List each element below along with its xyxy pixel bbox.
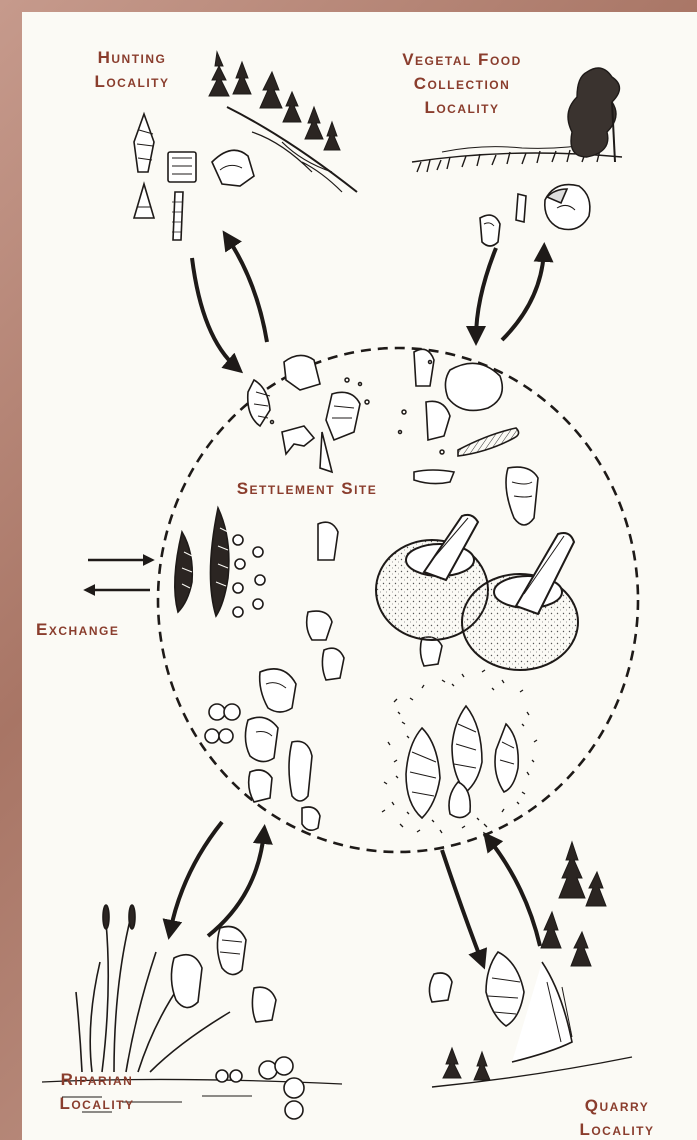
mortar-and-pestle-right (462, 533, 578, 670)
flow-arrows-quarry (442, 838, 540, 962)
label-vegetal-food-locality: Vegetal Food Collection Locality (362, 48, 562, 120)
flow-arrows-riparian (170, 822, 264, 936)
lower-right-points (406, 706, 518, 818)
label-hunting-locality: Hunting Locality (52, 46, 212, 94)
label-quarry-locality: Quarry Locality (542, 1094, 692, 1140)
forest-cliff-illustration-quarry (432, 842, 632, 1087)
vegetal-tools (480, 185, 590, 246)
flow-arrows-hunting (192, 237, 267, 368)
quarry-tools (429, 952, 524, 1026)
hunting-tools (134, 114, 254, 240)
diagram-artwork (22, 12, 697, 1140)
label-settlement-site: Settlement Site (192, 477, 422, 501)
exchange-blades (175, 508, 229, 616)
riparian-tools (171, 927, 304, 1120)
shell-beads (233, 535, 265, 617)
lower-left-artifacts (205, 669, 320, 830)
flow-arrows-vegetal (476, 248, 544, 340)
exchange-arrows (88, 560, 150, 590)
label-riparian-locality: Riparian Locality (22, 1068, 172, 1116)
diagram-panel: Hunting Locality Vegetal Food Collection… (22, 12, 697, 1140)
label-exchange: Exchange (36, 618, 176, 642)
